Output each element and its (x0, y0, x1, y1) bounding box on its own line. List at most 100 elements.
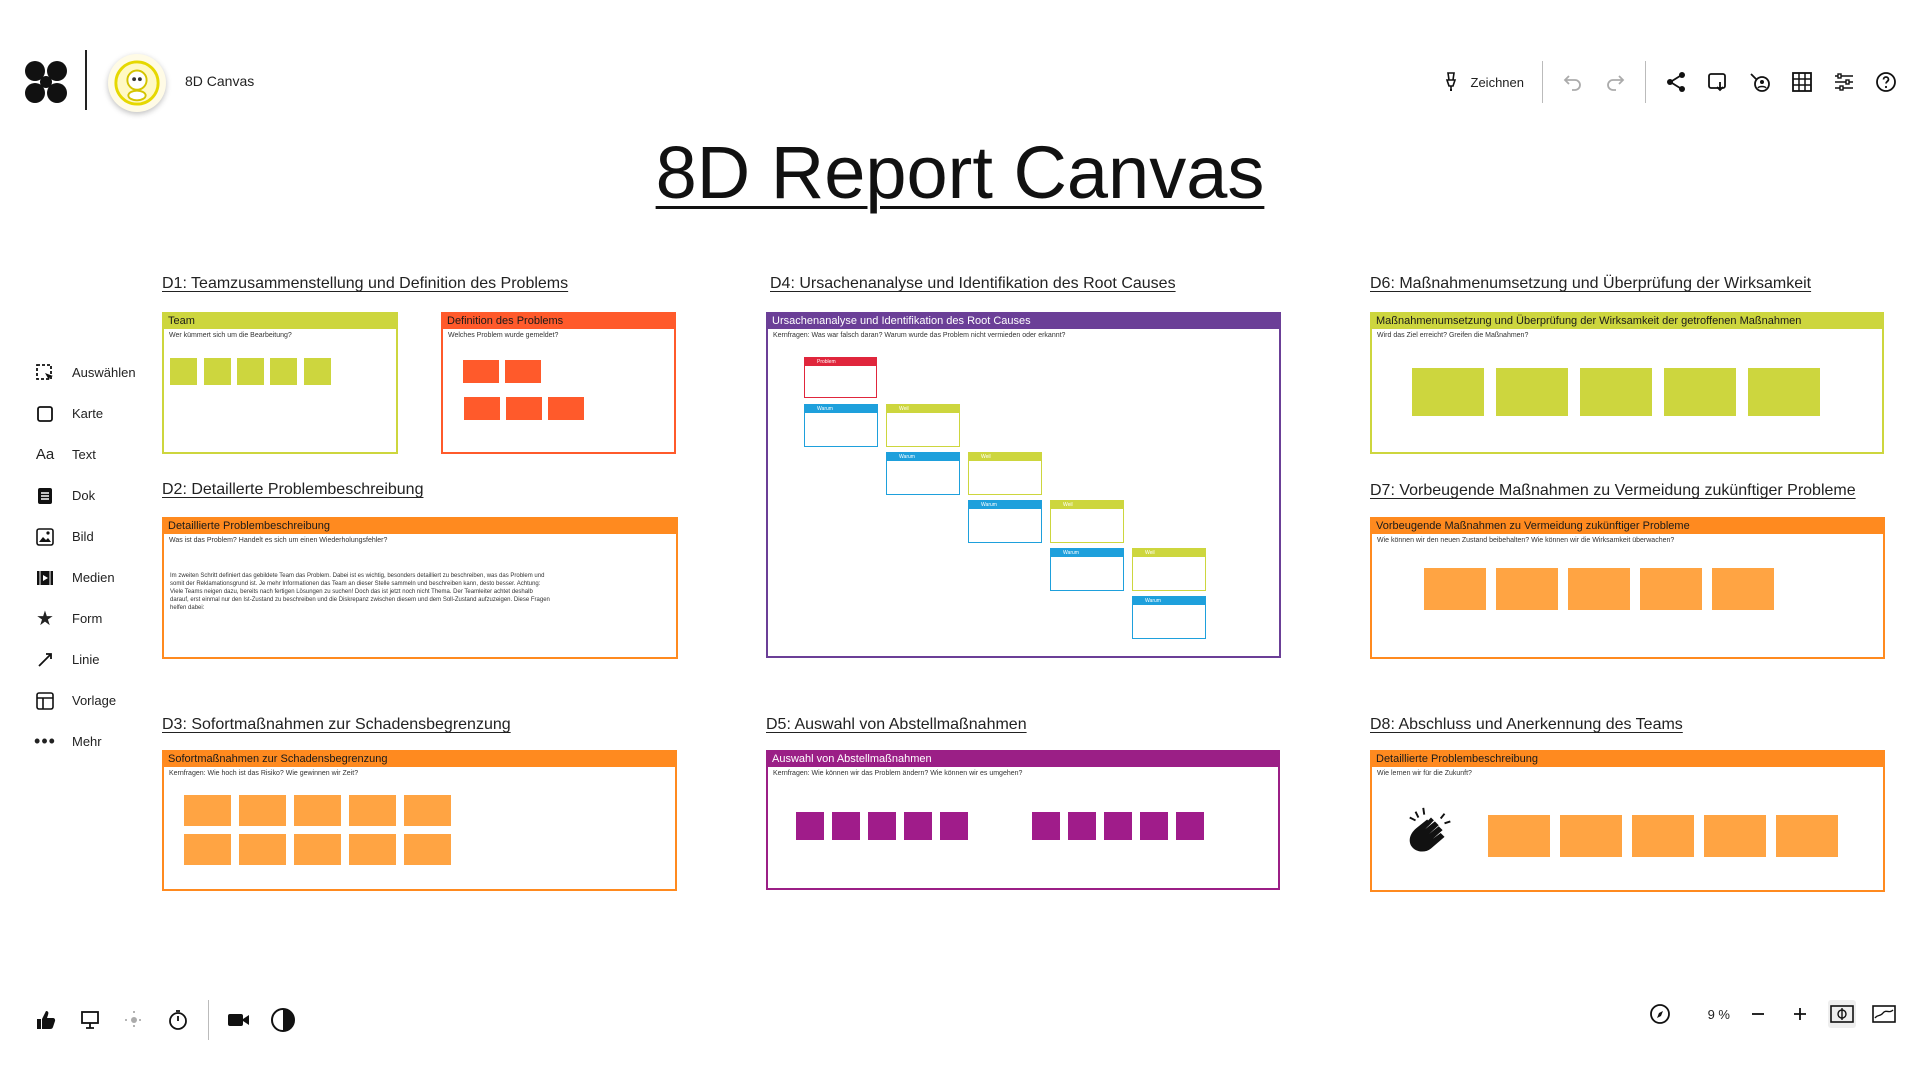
frame-preventive-actions[interactable]: Vorbeugende Maßnahmen zu Vermeidung zukü… (1370, 517, 1885, 659)
zoom-level[interactable]: 9 % (1707, 1006, 1730, 1022)
presentation-button[interactable] (1748, 70, 1772, 94)
tool-card[interactable]: Karte (32, 393, 152, 434)
tool-document[interactable]: Dok (32, 475, 152, 516)
sticky-note[interactable] (1412, 368, 1484, 416)
because-box[interactable]: Weil (1132, 548, 1206, 591)
sticky-note[interactable] (464, 397, 500, 420)
frame-root-cause[interactable]: Ursachenanalyse und Identifikation des R… (766, 312, 1281, 658)
fit-to-screen-button[interactable] (1828, 1000, 1856, 1028)
sticky-note[interactable] (796, 812, 824, 840)
sticky-note[interactable] (1712, 568, 1774, 610)
sticky-note[interactable] (1140, 812, 1168, 840)
sticky-note[interactable] (1488, 815, 1550, 857)
frame-problem-definition[interactable]: Definition des Problems Welches Problem … (441, 312, 676, 454)
tool-media[interactable]: Medien (32, 557, 152, 598)
sticky-note[interactable] (1068, 812, 1096, 840)
grid-button[interactable] (1790, 70, 1814, 94)
theme-toggle-button[interactable] (269, 1006, 297, 1034)
because-box[interactable]: Weil (968, 452, 1042, 495)
sticky-note[interactable] (1104, 812, 1132, 840)
minimap-button[interactable] (1870, 1000, 1898, 1028)
sticky-note[interactable] (404, 795, 451, 826)
timer-button[interactable] (164, 1006, 192, 1034)
sticky-note[interactable] (1560, 815, 1622, 857)
sticky-note[interactable] (304, 358, 331, 385)
why-box[interactable]: Warum (968, 500, 1042, 543)
zoom-in-button[interactable] (1786, 1000, 1814, 1028)
settings-button[interactable] (1832, 70, 1856, 94)
help-button[interactable] (1874, 70, 1898, 94)
problem-box[interactable]: Problem (804, 357, 877, 398)
undo-button[interactable] (1561, 70, 1585, 94)
sticky-note[interactable] (237, 358, 264, 385)
zoom-out-button[interactable] (1744, 1000, 1772, 1028)
sticky-note[interactable] (1704, 815, 1766, 857)
follow-button[interactable] (120, 1006, 148, 1034)
sticky-note[interactable] (239, 834, 286, 865)
share-button[interactable] (1664, 70, 1688, 94)
sticky-note[interactable] (1176, 812, 1204, 840)
frame-detailed-problem[interactable]: Detaillierte Problembeschreibung Was ist… (162, 517, 678, 659)
sticky-note[interactable] (294, 834, 341, 865)
frame-team[interactable]: Team Wer kümmert sich um die Bearbeitung… (162, 312, 398, 454)
sticky-note[interactable] (904, 812, 932, 840)
sticky-note[interactable] (170, 358, 197, 385)
sticky-note[interactable] (294, 795, 341, 826)
draw-button[interactable]: Zeichnen (1439, 70, 1524, 94)
sticky-note[interactable] (404, 834, 451, 865)
tool-text[interactable]: Aa Text (32, 434, 152, 475)
sticky-note[interactable] (940, 812, 968, 840)
presentation-mode-button[interactable] (76, 1006, 104, 1034)
because-box[interactable]: Weil (1050, 500, 1124, 543)
export-button[interactable] (1706, 70, 1730, 94)
because-box[interactable]: Weil (886, 404, 960, 447)
why-box[interactable]: Warum (1132, 596, 1206, 639)
sticky-note[interactable] (505, 360, 541, 383)
sticky-note[interactable] (270, 358, 297, 385)
sticky-note[interactable] (1664, 368, 1736, 416)
sticky-note[interactable] (184, 834, 231, 865)
why-box[interactable]: Warum (804, 404, 878, 447)
sticky-note[interactable] (548, 397, 584, 420)
sticky-note[interactable] (463, 360, 499, 383)
sticky-note[interactable] (184, 795, 231, 826)
board-name[interactable]: 8D Canvas (185, 73, 255, 89)
sticky-note[interactable] (1580, 368, 1652, 416)
why-box[interactable]: Warum (1050, 548, 1124, 591)
frame-implementation[interactable]: Maßnahmenumsetzung und Überprüfung der W… (1370, 312, 1884, 454)
video-button[interactable] (225, 1006, 253, 1034)
redo-button[interactable] (1603, 70, 1627, 94)
card-icon (32, 401, 58, 427)
tool-image[interactable]: Bild (32, 516, 152, 557)
tool-shape[interactable]: ★ Form (32, 598, 152, 639)
navigate-button[interactable] (1646, 1000, 1674, 1028)
sticky-note[interactable] (349, 795, 396, 826)
sticky-note[interactable] (204, 358, 231, 385)
frame-question: Kernfragen: Was war falsch daran? Warum … (773, 332, 1066, 339)
sticky-note[interactable] (1496, 368, 1568, 416)
sticky-note[interactable] (506, 397, 542, 420)
why-box[interactable]: Warum (886, 452, 960, 495)
frame-immediate-actions[interactable]: Sofortmaßnahmen zur Schadensbegrenzung K… (162, 750, 677, 891)
sticky-note[interactable] (832, 812, 860, 840)
tool-more[interactable]: ••• Mehr (32, 721, 152, 762)
app-logo[interactable] (24, 60, 68, 104)
sticky-note[interactable] (1748, 368, 1820, 416)
sticky-note[interactable] (868, 812, 896, 840)
sticky-note[interactable] (1496, 568, 1558, 610)
sticky-note[interactable] (1568, 568, 1630, 610)
frame-corrective-actions[interactable]: Auswahl von Abstellmaßnahmen Kernfragen:… (766, 750, 1280, 890)
tool-line[interactable]: Linie (32, 639, 152, 680)
sticky-note[interactable] (1424, 568, 1486, 610)
vote-button[interactable] (32, 1006, 60, 1034)
sticky-note[interactable] (239, 795, 286, 826)
sticky-note[interactable] (1776, 815, 1838, 857)
tool-template[interactable]: Vorlage (32, 680, 152, 721)
avatar[interactable] (108, 54, 166, 112)
frame-team-recognition[interactable]: Detaillierte Problembeschreibung Wie ler… (1370, 750, 1885, 892)
sticky-note[interactable] (1640, 568, 1702, 610)
tool-select[interactable]: Auswählen (32, 352, 152, 393)
sticky-note[interactable] (349, 834, 396, 865)
sticky-note[interactable] (1632, 815, 1694, 857)
sticky-note[interactable] (1032, 812, 1060, 840)
